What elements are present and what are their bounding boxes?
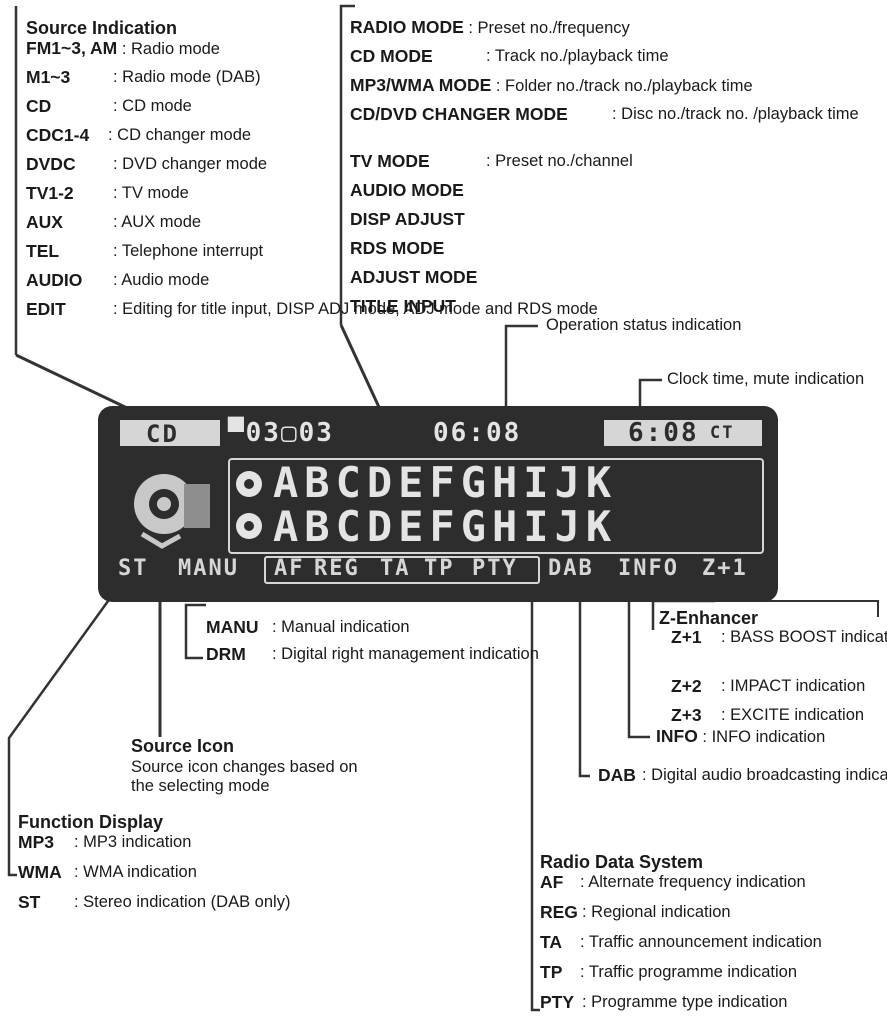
- ind-info: INFO: [618, 556, 679, 581]
- manu-item: MANU: Manual indication: [206, 617, 410, 637]
- ind-ta: TA: [380, 556, 411, 581]
- function-leader: [7, 578, 126, 877]
- rds-item-af: AF: Alternate frequency indication: [540, 872, 806, 892]
- source-item-cdc: CDC1-4: CD changer mode: [26, 125, 252, 145]
- source-item-cd: CD: CD mode: [26, 96, 192, 116]
- source-item-tel: TEL: Telephone interrupt: [26, 241, 264, 261]
- source-icon-block: Source Icon Source icon changes based on…: [131, 736, 391, 796]
- function-item-st: ST: Stereo indication (DAB only): [18, 892, 291, 912]
- drm-item: DRM: Digital right management indication: [206, 644, 539, 664]
- mode-rds: RDS MODE: [350, 238, 445, 258]
- function-display-block: Function Display MP3: MP3 indication WMA…: [18, 812, 348, 922]
- ind-tp: TP: [424, 556, 455, 581]
- dab-leader: [578, 578, 590, 778]
- source-indication-title: Source Indication: [26, 18, 178, 38]
- z-enhancer-title: Z-Enhancer: [659, 608, 759, 628]
- info-item: INFO : INFO indication: [656, 726, 826, 747]
- source-item-dab: M1~3: Radio mode (DAB): [26, 67, 261, 87]
- z2-item: Z+2: IMPACT indication: [671, 676, 866, 696]
- rds-block: Radio Data System AF: Alternate frequenc…: [540, 852, 885, 1012]
- ind-reg: REG: [314, 556, 360, 581]
- rds-box: [264, 556, 540, 584]
- rds-leader: [530, 577, 540, 1012]
- mode-tv: TV MODE: Preset no./channel: [350, 151, 633, 171]
- info-leader: [627, 578, 650, 739]
- z3-item: Z+3: EXCITE indication: [671, 705, 865, 725]
- rds-item-tp: TP: Traffic programme indication: [540, 962, 798, 982]
- lcd-display: CD ▀03▢03 06:08 6:08 CT ABCDEFGHIJK ABCD…: [98, 406, 778, 602]
- mode-radio: RADIO MODE : Preset no./frequency: [350, 17, 630, 38]
- text-line-1: ABCDEFGHIJK: [273, 458, 618, 507]
- ind-dab: DAB: [548, 556, 594, 581]
- z-enhancer-block: Z-Enhancer Z+1: BASS BOOST indication Z+…: [659, 608, 887, 728]
- operation-status-label: Operation status indication: [546, 316, 742, 334]
- time-display: 06:08: [433, 418, 522, 448]
- source-icon: [134, 474, 210, 549]
- mode-title: TITLE INPUT: [350, 296, 456, 316]
- manu-bracket: [184, 603, 206, 660]
- ind-pty: PTY: [472, 556, 518, 581]
- clock-time-label: Clock time, mute indication: [667, 370, 865, 388]
- disc-icons: [236, 471, 262, 539]
- ind-manu: MANU: [178, 556, 239, 581]
- modes-block: RADIO MODE : Preset no./frequency CD MOD…: [350, 18, 880, 318]
- mode-adjust: ADJUST MODE: [350, 267, 478, 287]
- source-display: CD: [146, 420, 179, 448]
- source-icon-title: Source Icon: [131, 736, 235, 756]
- modes-leader: [339, 324, 386, 419]
- source-item-audio: AUDIO: Audio mode: [26, 270, 210, 290]
- modes-bracket: [339, 4, 355, 325]
- clock-suffix: CT: [710, 423, 735, 443]
- mode-cd: CD MODE: Track no./playback time: [350, 46, 669, 66]
- rds-title: Radio Data System: [540, 852, 704, 872]
- ind-af: AF: [274, 556, 305, 581]
- function-item-wma: WMA: WMA indication: [18, 862, 197, 882]
- rds-item-ta: TA: Traffic announcement indication: [540, 932, 822, 952]
- mode-changer: CD/DVD CHANGER MODE: Disc no./track no. …: [350, 104, 859, 124]
- manu-block: MANU: Manual indication DRM: Digital rig…: [206, 617, 539, 678]
- rds-item-pty: PTY: Programme type indication: [540, 992, 788, 1012]
- source-item-edit: EDIT: Editing for title input, DISP ADJ …: [26, 299, 598, 319]
- source-item-dvdc: DVDC: DVD changer mode: [26, 154, 268, 174]
- rds-item-reg: REG: Regional indication: [540, 902, 731, 922]
- track-display: ▀03▢03: [228, 418, 334, 448]
- text-box: [228, 458, 764, 554]
- dab-item: DAB: Digital audio broadcasting indicati…: [598, 765, 887, 785]
- source-item-aux: AUX: AUX mode: [26, 212, 202, 232]
- mode-mp3wma: MP3/WMA MODE : Folder no./track no./play…: [350, 75, 753, 96]
- mode-disp: DISP ADJUST: [350, 209, 465, 229]
- ind-z1: Z+1: [702, 556, 748, 581]
- source-panel: [120, 420, 220, 446]
- clock-panel: [604, 420, 762, 446]
- source-icon-desc: Source icon changes based on the selecti…: [131, 758, 358, 795]
- ind-st: ST: [118, 556, 149, 581]
- source-indication-block: Source Indication FM1~3, AM : Radio mode…: [26, 18, 598, 358]
- mode-audio: AUDIO MODE: [350, 180, 464, 200]
- function-item-mp3: MP3: MP3 indication: [18, 832, 192, 852]
- clock-display: 6:08: [628, 418, 699, 448]
- text-line-2: ABCDEFGHIJK: [273, 502, 618, 551]
- source-item-fm: FM1~3, AM : Radio mode: [26, 38, 220, 59]
- function-display-title: Function Display: [18, 812, 164, 832]
- z1-item: Z+1: BASS BOOST indication: [671, 627, 887, 647]
- source-item-tv: TV1-2: TV mode: [26, 183, 189, 203]
